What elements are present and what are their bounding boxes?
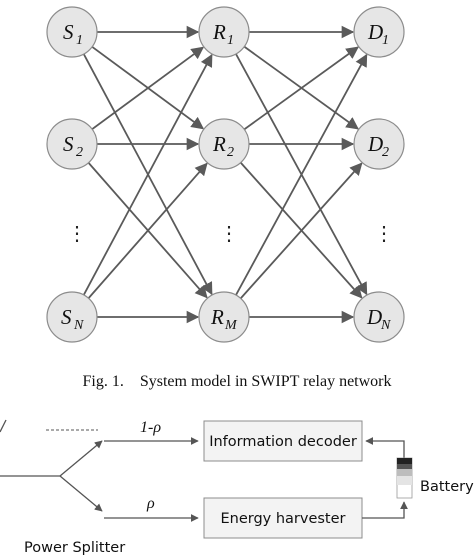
- node-circle: [198, 118, 250, 170]
- information-decoder-label: Information decoder: [209, 434, 357, 450]
- node-circle: [46, 6, 98, 58]
- figure-caption: Fig. 1. System model in SWIPT relay netw…: [82, 373, 391, 390]
- destination-node-n: D N: [353, 291, 405, 343]
- node-circle: [46, 118, 98, 170]
- node-subscript: 1: [76, 33, 83, 48]
- battery-to-decoder-wire: [365, 437, 405, 458]
- edge-sn-to-r2: [87, 162, 208, 299]
- energy-branch-ratio: ρ: [146, 495, 155, 512]
- splitter-upper-branch: [59, 440, 103, 477]
- harvester-to-battery-wire: [362, 501, 408, 519]
- node-subscript: 1: [227, 33, 234, 48]
- edge-s2-to-r1: [91, 46, 205, 130]
- node-subscript: N: [380, 318, 391, 333]
- edge-rm-to-d2: [240, 162, 363, 299]
- node-circle: [353, 6, 405, 58]
- node-letter: S: [63, 132, 74, 156]
- energy-harvester-box: [203, 497, 363, 539]
- relay-node-m: R M: [198, 291, 250, 343]
- info-branch-ratio: 1-ρ: [140, 419, 161, 436]
- destination-ellipsis: ⋮: [374, 223, 394, 245]
- node-circle: [198, 6, 250, 58]
- information-decoder-box: [203, 420, 363, 462]
- splitter-lower-branch: [59, 475, 103, 512]
- node-subscript: M: [224, 318, 238, 333]
- edge-rm-to-d1: [235, 53, 368, 296]
- node-circle: [353, 118, 405, 170]
- edge-sn-to-r1: [82, 53, 213, 296]
- stray-mark: [0, 419, 7, 433]
- node-subscript: 2: [382, 145, 389, 160]
- node-subscript: 1: [382, 33, 389, 48]
- source-node-n: S N: [46, 291, 98, 343]
- node-letter: R: [212, 132, 226, 156]
- node-circle: [46, 291, 98, 343]
- battery-icon: [396, 457, 413, 499]
- node-letter: S: [61, 305, 72, 329]
- node-letter: D: [367, 132, 383, 156]
- source-node-2: S 2: [46, 118, 98, 170]
- node-letter: R: [210, 305, 224, 329]
- node-letter: D: [367, 20, 383, 44]
- node-letter: R: [212, 20, 226, 44]
- destination-node-2: D 2: [353, 118, 405, 170]
- node-letter: D: [366, 305, 382, 329]
- relay-ellipsis: ⋮: [219, 223, 239, 245]
- node-circle: [198, 291, 250, 343]
- node-subscript: 2: [227, 145, 234, 160]
- source-ellipsis: ⋮: [67, 223, 87, 245]
- source-node-1: S 1: [46, 6, 98, 58]
- relay-node-2: R 2: [198, 118, 250, 170]
- node-circle: [353, 291, 405, 343]
- receiver-diagram: 1-ρ ρ Information decoder Energy harvest…: [0, 419, 474, 556]
- power-splitter-label: Power Splitter: [24, 540, 125, 556]
- battery-label: Battery: [420, 479, 474, 495]
- energy-harvester-label: Energy harvester: [220, 511, 345, 527]
- network-edges: [82, 25, 368, 324]
- relay-node-1: R 1: [198, 6, 250, 58]
- edge-r2-to-d1: [243, 46, 359, 131]
- node-subscript: N: [73, 318, 84, 333]
- node-letter: S: [63, 20, 74, 44]
- node-subscript: 2: [76, 145, 83, 160]
- destination-node-1: D 1: [353, 6, 405, 58]
